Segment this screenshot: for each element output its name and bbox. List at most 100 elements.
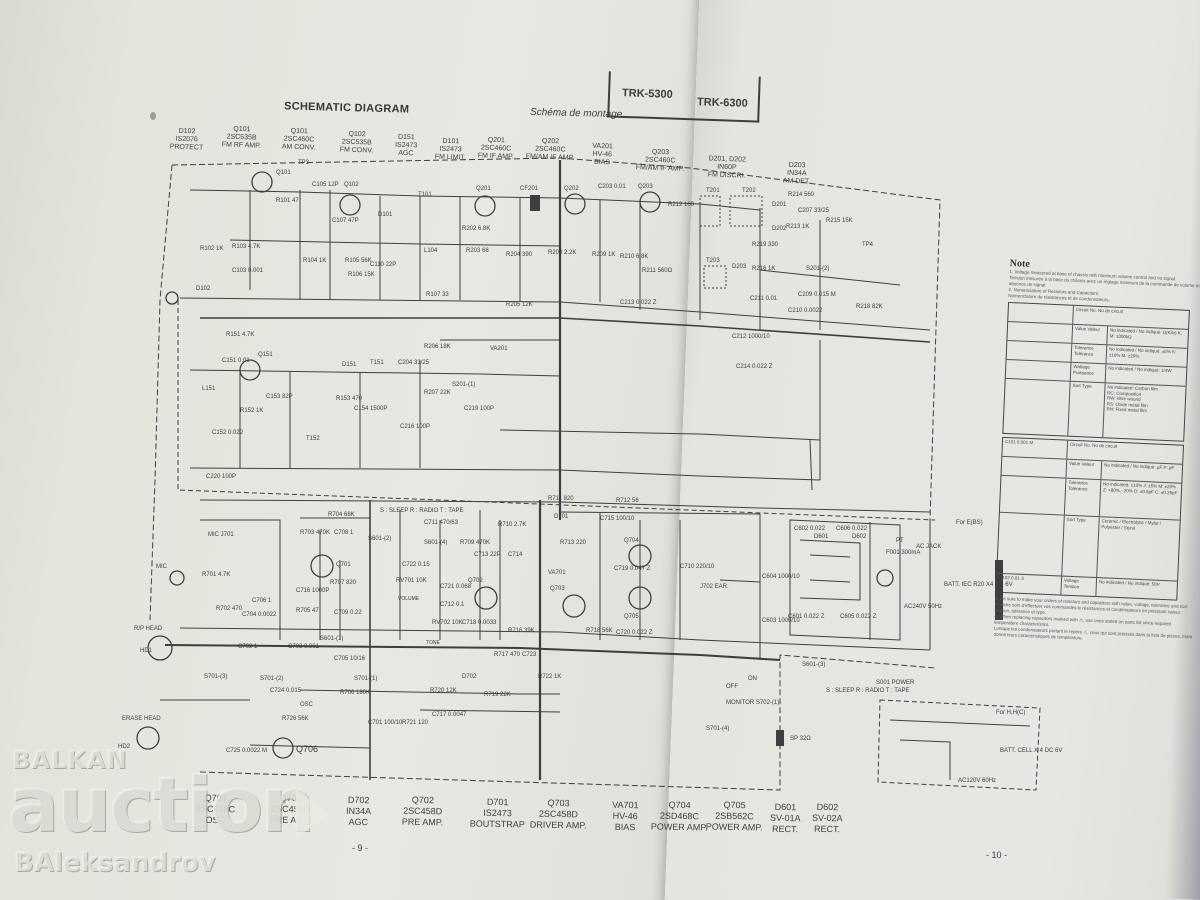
svg-text:PT: PT	[896, 538, 904, 544]
mic-jack-label: MIC J701	[208, 532, 234, 538]
svg-text:S601-(2): S601-(2)	[368, 536, 391, 542]
transistor-q701	[310, 554, 334, 578]
svg-text:AC240V 50Hz: AC240V 50Hz	[904, 604, 942, 610]
svg-text:R210 6.8K: R210 6.8K	[620, 254, 648, 260]
svg-text:R203 68: R203 68	[466, 248, 489, 254]
svg-text:S601-(1): S601-(1)	[320, 636, 343, 642]
erase-head-symbol	[136, 726, 160, 750]
svg-text:R712 56: R712 56	[616, 498, 639, 504]
svg-text:C103 0.001: C103 0.001	[232, 268, 264, 274]
svg-text:R208 2.2K: R208 2.2K	[548, 250, 576, 256]
svg-text:R717 470: R717 470	[494, 652, 521, 658]
svg-text:C105 12P: C105 12P	[312, 182, 339, 188]
svg-text:R710 2.7K: R710 2.7K	[498, 522, 526, 528]
svg-text:R101 47: R101 47	[276, 198, 299, 204]
svg-text:R709 470K: R709 470K	[460, 540, 490, 546]
svg-text:S201-(1): S201-(1)	[452, 382, 475, 388]
svg-text:R213 1K: R213 1K	[786, 224, 809, 230]
svg-text:C720 0.022 Z: C720 0.022 Z	[616, 630, 653, 636]
transistor-q706	[272, 737, 294, 759]
svg-text:C701 100/10: C701 100/10	[368, 720, 403, 726]
svg-text:R151 4.7K: R151 4.7K	[226, 332, 254, 338]
watermark-balkan: BALKAN	[12, 746, 128, 774]
svg-text:C110 22P: C110 22P	[370, 262, 396, 268]
svg-text:R215 15K: R215 15K	[826, 218, 853, 224]
svg-text:R721 120: R721 120	[402, 720, 429, 726]
monitor-switch-label: MONITOR S702-(1)	[726, 700, 779, 706]
erase-head-label: ERASE HEAD	[122, 716, 161, 722]
watermark-auction: auction	[8, 760, 315, 849]
svg-text:R216 1K: R216 1K	[752, 266, 775, 272]
svg-text:R711 820: R711 820	[548, 496, 574, 502]
svg-text:AC JACK: AC JACK	[916, 544, 941, 550]
label-q706: Q706	[296, 744, 318, 754]
power-switch-label: S001 POWER	[876, 680, 915, 686]
svg-text:OFF: OFF	[726, 684, 738, 690]
label-t202: T202	[742, 188, 756, 194]
transistor-q102	[339, 194, 361, 216]
transistor-q703	[562, 594, 586, 618]
svg-text:HD2: HD2	[118, 744, 131, 750]
label-va201: VA201	[490, 346, 508, 352]
svg-text:C714: C714	[508, 552, 523, 558]
svg-text:C719 0.047 Z: C719 0.047 Z	[614, 566, 651, 572]
svg-text:R720 12K: R720 12K	[430, 688, 457, 694]
svg-text:R703 470K: R703 470K	[300, 530, 330, 536]
motor-symbol	[876, 569, 894, 587]
label-tp4: TP4	[862, 242, 874, 248]
label-q203: Q203	[638, 184, 653, 190]
svg-text:C107 47P: C107 47P	[332, 218, 359, 224]
watermark-username: BAleksandrov	[14, 848, 216, 878]
transistor-q202	[564, 193, 586, 215]
svg-text:C213 0.022 Z: C213 0.022 Z	[620, 300, 657, 306]
svg-text:R107 33: R107 33	[426, 292, 449, 298]
svg-text:C154 1500P: C154 1500P	[354, 406, 387, 412]
transistor-q705	[628, 586, 652, 610]
svg-text:BATT. CELL X 4 DC 6V: BATT. CELL X 4 DC 6V	[1000, 748, 1062, 754]
svg-text:R211 560Ω: R211 560Ω	[642, 268, 673, 274]
svg-text:C212 1000/10: C212 1000/10	[732, 334, 770, 340]
svg-text:C605 0.022 Z: C605 0.022 Z	[840, 614, 877, 620]
svg-text:R722 1K: R722 1K	[538, 674, 561, 680]
svg-text:C713 22P: C713 22P	[474, 552, 501, 558]
transistor-q101	[251, 171, 273, 193]
svg-text:C716 1000P: C716 1000P	[296, 588, 329, 594]
transistor-q201	[474, 195, 496, 217]
svg-text:C711 470/63: C711 470/63	[424, 520, 459, 526]
label-t151: T151	[370, 360, 384, 366]
svg-text:C703 0.001: C703 0.001	[288, 644, 320, 650]
svg-text:R701 4.7K: R701 4.7K	[202, 572, 230, 578]
svg-text:C704 0.0022: C704 0.0022	[242, 612, 277, 618]
svg-text:S : SLEEP R : RADIO T : TAPE: S : SLEEP R : RADIO T : TAPE	[380, 508, 463, 514]
svg-text:R106 15K: R106 15K	[348, 272, 375, 278]
svg-text:C709 0.22: C709 0.22	[334, 610, 362, 616]
transistor-q203	[639, 191, 661, 213]
svg-text:C725 0.0022 M: C725 0.0022 M	[226, 748, 267, 754]
svg-text:R205 12K: R205 12K	[506, 302, 533, 308]
svg-text:HD1: HD1	[140, 648, 153, 654]
antenna-loop	[165, 291, 179, 305]
svg-text:R152 1K: R152 1K	[240, 408, 263, 414]
svg-text:S701-(4): S701-(4)	[706, 726, 729, 732]
svg-text:R716 39K: R716 39K	[508, 628, 535, 634]
svg-text:ON: ON	[748, 676, 757, 682]
page-number-left: - 9 -	[352, 843, 369, 853]
svg-text:C723: C723	[522, 652, 537, 658]
label-q703: Q703	[550, 586, 565, 592]
svg-text:R702 470: R702 470	[216, 606, 243, 612]
svg-text:C724 0.015: C724 0.015	[270, 688, 302, 694]
svg-text:C204 33/25: C204 33/25	[398, 360, 430, 366]
rp-head-symbol	[147, 635, 173, 661]
label-q101: Q101	[276, 170, 291, 176]
tone-label: TONE	[426, 640, 440, 646]
label-d601: D601	[814, 534, 829, 540]
svg-text:S701-(3): S701-(3)	[204, 674, 227, 680]
svg-text:R153 470: R153 470	[336, 396, 363, 402]
staple-mark	[150, 112, 156, 120]
label-t101: T101	[418, 192, 432, 198]
notes-panel: Note 1. Voltage measured at base of chas…	[987, 258, 1200, 786]
